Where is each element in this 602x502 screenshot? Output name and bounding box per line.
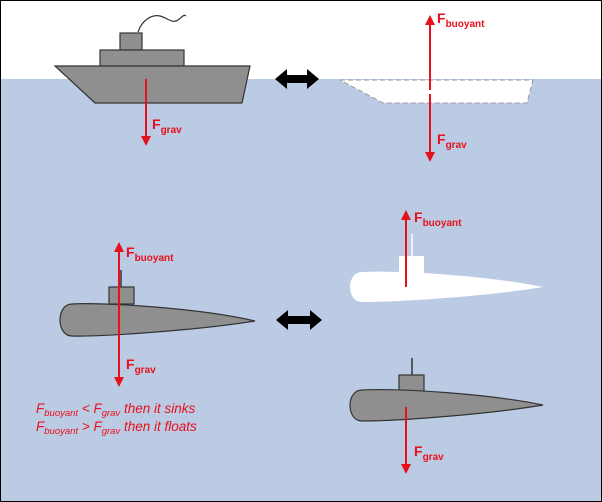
submarine-left-tower <box>108 286 135 305</box>
double-arrow-icon <box>275 69 319 89</box>
displaced-grav-label: Fgrav <box>437 131 467 151</box>
double-arrow-icon <box>276 310 322 330</box>
displaced-water-shape <box>339 79 534 104</box>
submarine-right-hull <box>349 389 544 422</box>
submarine-left-buoyant-label: Fbuoyant <box>126 244 174 264</box>
submarine-left-hull <box>59 303 256 337</box>
ship-bridge <box>119 32 143 51</box>
caption-line-sinks: Fbuoyant < Fgrav then it sinks <box>36 401 195 419</box>
submarine-left-grav-label: Fgrav <box>126 356 156 376</box>
submarine-right <box>349 358 544 422</box>
ship-cabin <box>99 49 185 67</box>
ship-hull <box>53 65 251 104</box>
caption-line-floats: Fbuoyant > Fgrav then it floats <box>36 419 197 437</box>
submarine-right-grav-label: Fgrav <box>414 443 444 463</box>
displaced-sub-buoyant-label: Fbuoyant <box>414 209 462 229</box>
ship <box>53 14 251 104</box>
ship-antenna <box>137 14 187 33</box>
ship-grav-label: Fgrav <box>152 116 182 136</box>
displaced-buoyant-label: Fbuoyant <box>437 10 485 30</box>
